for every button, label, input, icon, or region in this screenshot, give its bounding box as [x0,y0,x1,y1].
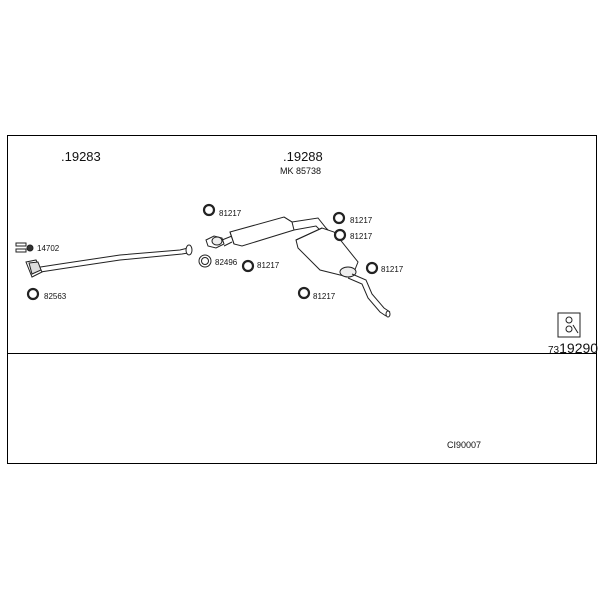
reference-prefix: 73 [548,345,560,356]
front-pipe [25,244,193,278]
mounting-kit-icon [557,312,581,338]
group-number-center: .19288 [283,149,323,164]
diagram-frame [7,135,597,464]
part-label-82563: 82563 [44,292,67,301]
mounting-kit-label: MK 85738 [280,166,322,176]
gasket-icon [198,254,212,268]
center-silencer [205,216,335,249]
diagram-code: CI90007 [447,440,482,450]
part-label-81217-c: 81217 [350,216,373,225]
diagram-divider [7,353,597,354]
group-number-left: .19283 [61,149,101,164]
part-label-81217-f: 81217 [313,292,336,301]
reference-main: 19290 [559,340,599,356]
bolt-kit-icon [15,242,34,253]
part-label-14702: 14702 [37,244,60,253]
rear-silencer [295,227,391,318]
part-label-81217-d: 81217 [350,232,373,241]
part-label-81217-a: 81217 [219,209,242,218]
part-label-81217-e: 81217 [381,265,404,274]
reference-number: 7319290 [548,340,598,356]
rubber-hanger-ring-icon [26,203,379,301]
part-label-81217-b: 81217 [257,261,280,270]
part-label-82496: 82496 [215,258,238,267]
